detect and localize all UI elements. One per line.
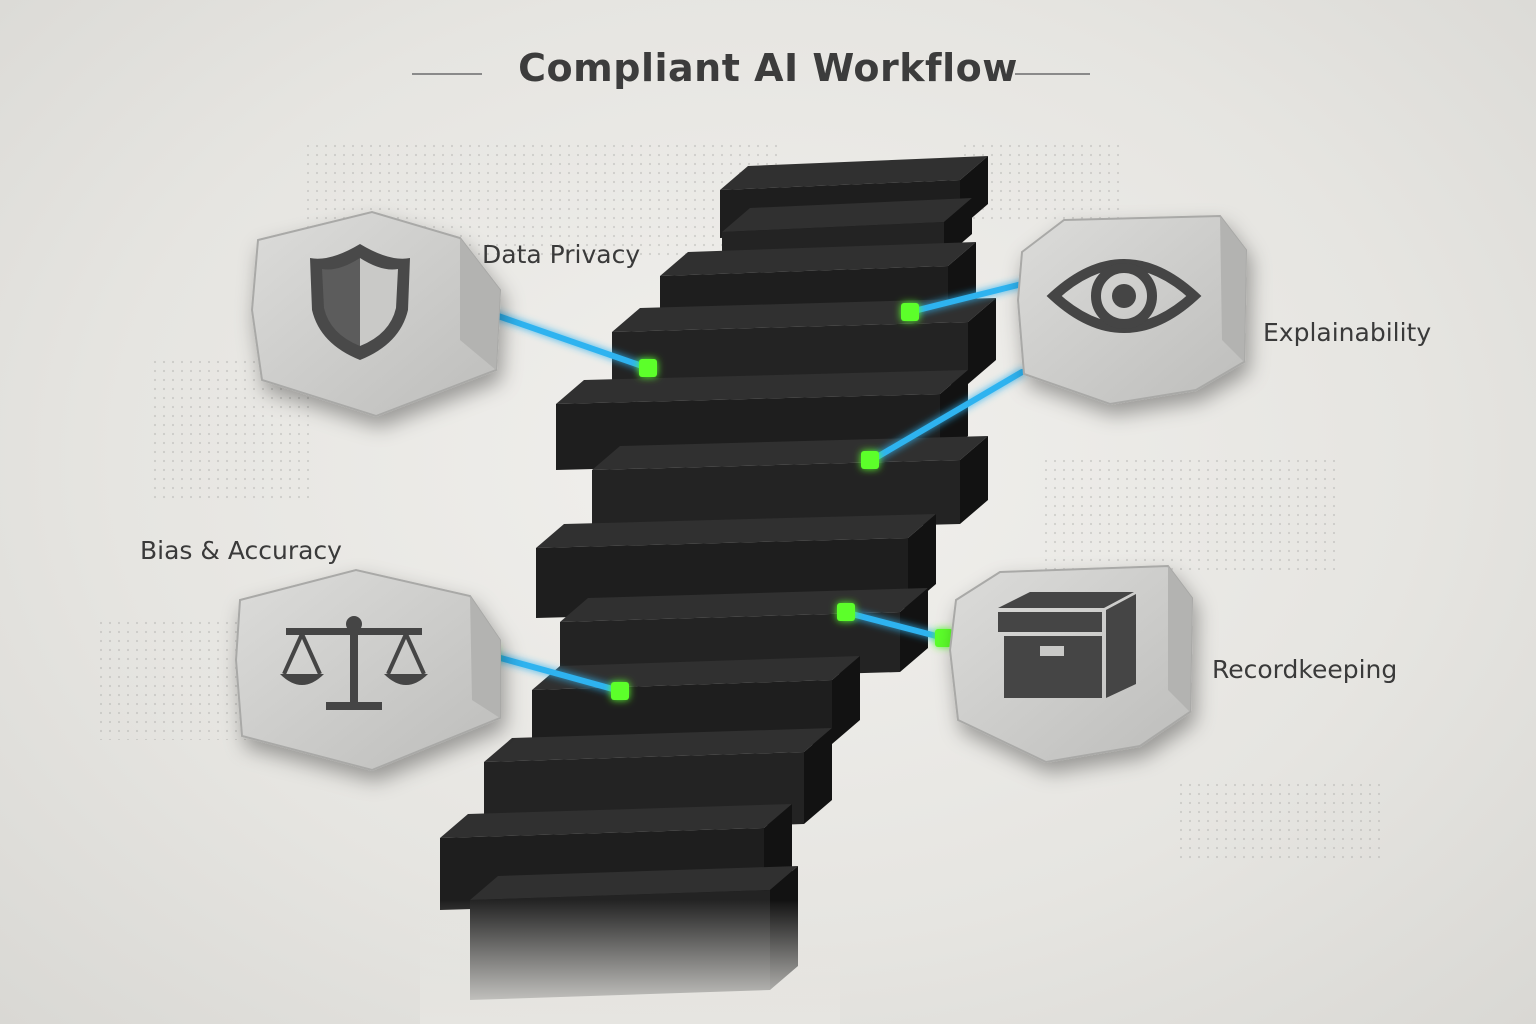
- label-recordkeeping: Recordkeeping: [1212, 655, 1398, 684]
- connector-recordkeeping: [845, 610, 947, 641]
- title-rule-right: [1015, 73, 1090, 75]
- label-explainability: Explainability: [1263, 318, 1432, 347]
- node-explainability: [861, 451, 879, 469]
- node-bias-accuracy: [611, 682, 629, 700]
- tower-fade: [420, 900, 840, 1024]
- explainability-block: [1016, 214, 1248, 406]
- label-data-privacy: Data Privacy: [482, 240, 641, 269]
- node-data-privacy: [639, 359, 657, 377]
- connector-explainability-top: [907, 281, 1025, 315]
- connectors: [475, 281, 1025, 694]
- title-rule-left: [412, 73, 482, 75]
- bias-accuracy-block: [234, 568, 501, 772]
- connector-explainability-bottom: [869, 369, 1025, 463]
- connector-bias-accuracy: [483, 651, 623, 694]
- tower-brick: [592, 436, 988, 534]
- scales-icon: [280, 616, 428, 710]
- eye-icon: [1046, 259, 1202, 333]
- node-explainability: [901, 303, 919, 321]
- label-bias-accuracy: Bias & Accuracy: [140, 536, 342, 565]
- archive-box-icon: [998, 592, 1136, 698]
- node-recordkeeping: [935, 629, 953, 647]
- page-title: Compliant AI Workflow: [518, 46, 1018, 90]
- node-recordkeeping: [837, 603, 855, 621]
- block-tower: [440, 156, 996, 1000]
- data-privacy-block: [250, 210, 502, 418]
- recordkeeping-block: [948, 564, 1194, 764]
- connector-data-privacy: [475, 306, 651, 371]
- shield-icon: [310, 244, 410, 360]
